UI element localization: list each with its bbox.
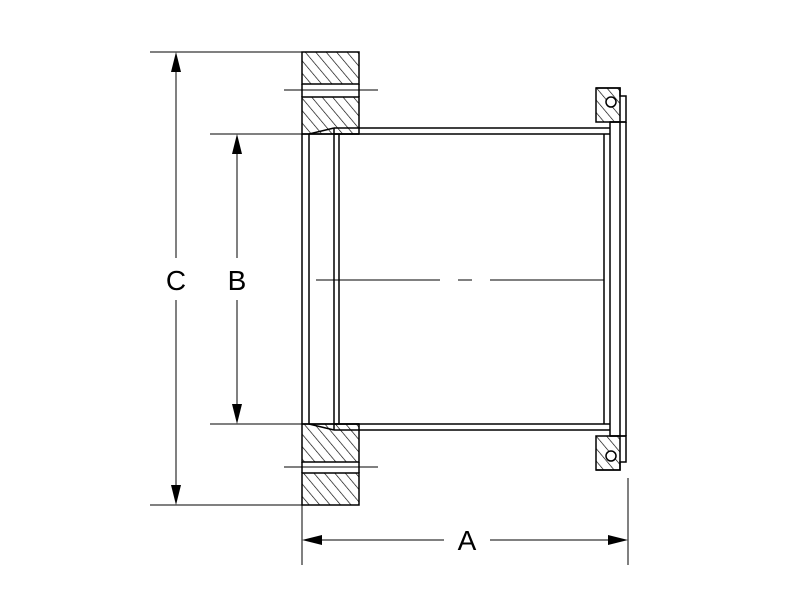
right-flange	[595, 87, 627, 471]
dimension-c-label: C	[166, 265, 186, 296]
dimension-b	[210, 133, 302, 425]
lower-bolt-hatch	[301, 472, 360, 506]
dimension-a	[301, 478, 629, 565]
dimension-b-label: B	[228, 265, 247, 296]
tube-body	[308, 127, 611, 431]
upper-bolt-hatch	[301, 51, 360, 85]
dimension-a-label: A	[458, 525, 477, 556]
left-flange	[284, 51, 378, 506]
dimension-c	[150, 51, 302, 506]
upper-flange-hatch	[301, 96, 360, 135]
